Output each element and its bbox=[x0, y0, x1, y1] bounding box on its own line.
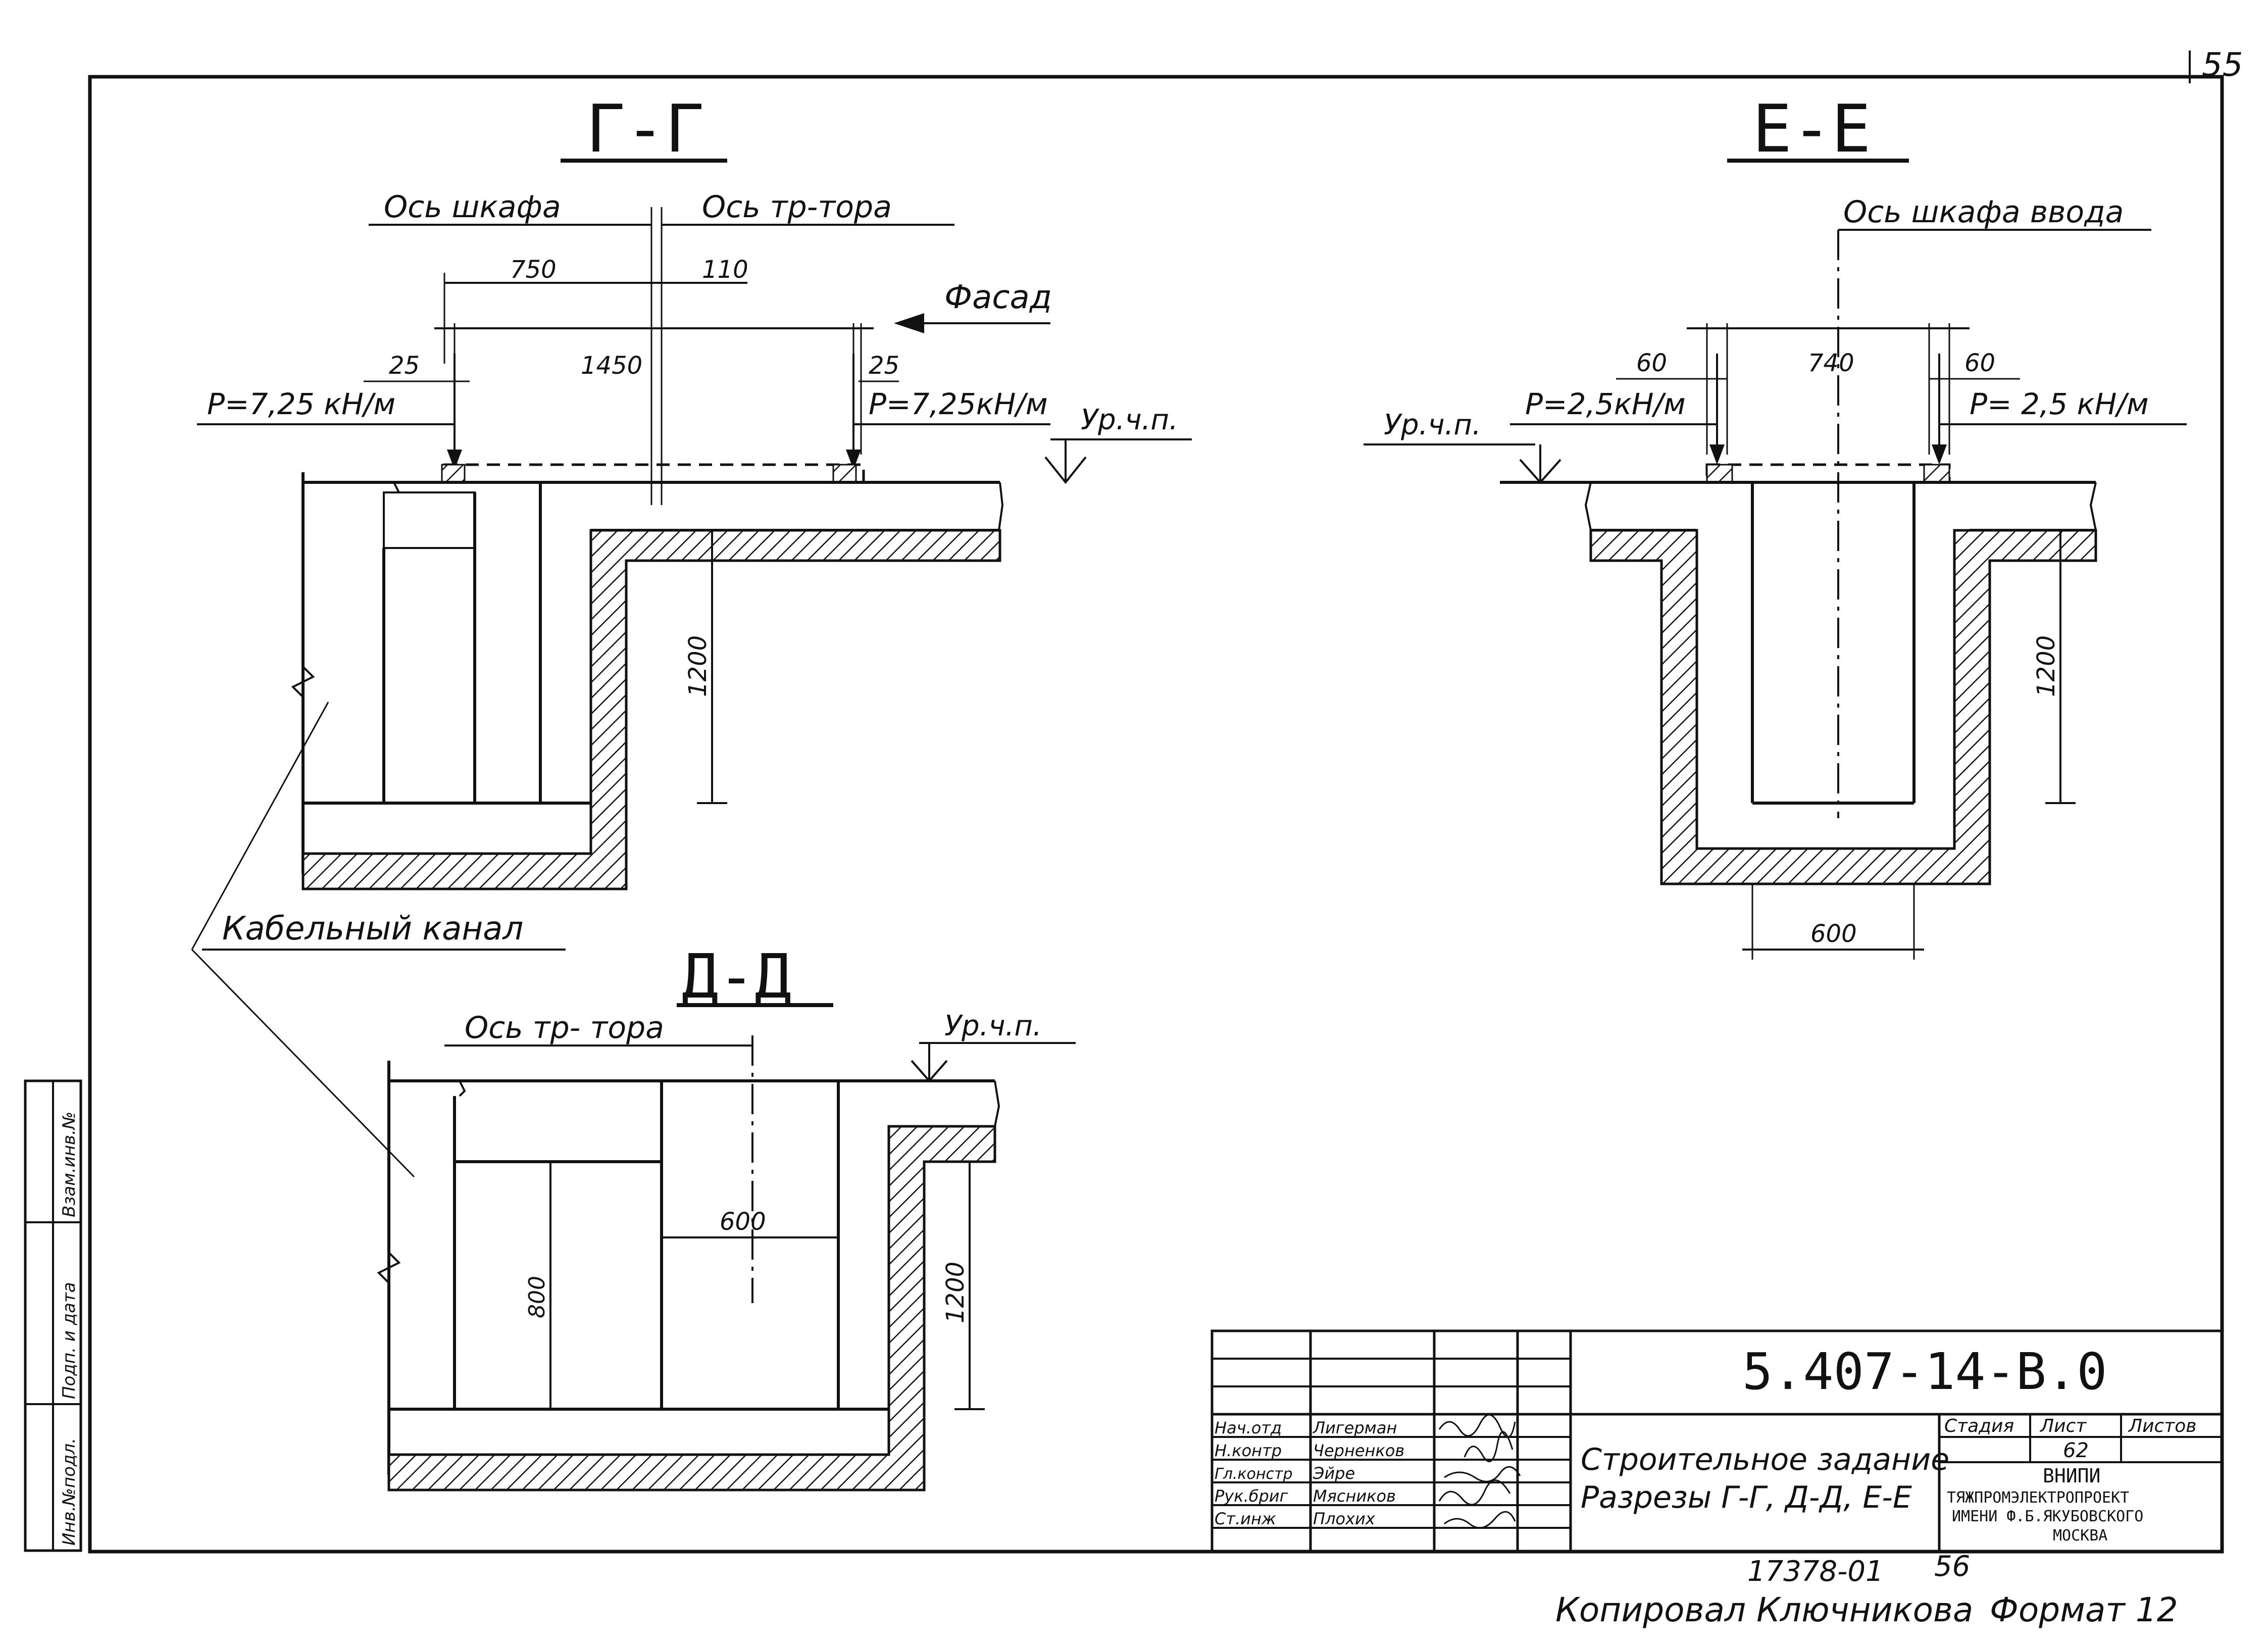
ee-floor-level-label: Ур.ч.п. bbox=[1384, 409, 1481, 441]
ee-axis-input-cabinet-label: Ось шкафа ввода bbox=[1843, 194, 2124, 230]
dd-axis-transformer-label: Ось тр- тора bbox=[465, 1010, 664, 1046]
inv-original-label: Инв.№подл. bbox=[59, 1438, 79, 1546]
ee-load-left-arrow-icon bbox=[1709, 444, 1725, 465]
cable-channel-label: Кабельный канал bbox=[222, 910, 523, 948]
ee-load-right-arrow-icon bbox=[1932, 444, 1947, 465]
sheet-value: 62 bbox=[2063, 1439, 2089, 1462]
gg-dim-25-right: 25 bbox=[869, 352, 899, 380]
gg-load-right-arrow-icon bbox=[846, 450, 861, 470]
left-side-strip: Взам.инв.№ Подп. и дата Инв.№подл. bbox=[24, 1079, 82, 1552]
ee-load-right-label: Р= 2,5 кН/м bbox=[1970, 387, 2149, 421]
gg-axis-cabinet-label: Ось шкафа bbox=[384, 189, 561, 225]
sheets-label: Листов bbox=[2128, 1416, 2196, 1436]
sheet-label: Лист bbox=[2039, 1416, 2087, 1436]
dd-dim-600: 600 bbox=[720, 1208, 766, 1236]
gg-dim-750: 750 bbox=[510, 256, 557, 284]
role-2: Н.контр bbox=[1215, 1441, 1282, 1460]
ee-load-left-label: Р=2,5кН/м bbox=[1525, 387, 1686, 421]
cable-channel-callout: Кабельный канал bbox=[191, 702, 566, 1178]
ee-dim-600: 600 bbox=[1810, 920, 1857, 948]
role-name-4: Мясников bbox=[1313, 1486, 1396, 1506]
gg-load-right-label: Р=7,25кН/м bbox=[869, 387, 1048, 421]
doc-title-line1: Строительное задание bbox=[1581, 1442, 1949, 1477]
role-name-1: Лигерман bbox=[1313, 1418, 1397, 1437]
role-name-5: Плохих bbox=[1313, 1509, 1376, 1528]
org-line2: ТЯЖПРОМЭЛЕКТРОПРОЕКТ bbox=[1947, 1489, 2129, 1507]
dd-floor-level-label: Ур.ч.п. bbox=[944, 1010, 1042, 1042]
gg-dim-1450: 1450 bbox=[581, 352, 642, 380]
title-block: 5.407-14-В.0 Строительное задание Разрез… bbox=[1211, 1329, 2224, 1553]
role-3: Гл.констр bbox=[1215, 1465, 1293, 1483]
gg-facade-label: Фасад bbox=[944, 279, 1052, 316]
signature-scribbles bbox=[1438, 1414, 1521, 1529]
ee-dim-740: 740 bbox=[1808, 349, 1854, 377]
copied-by: Копировал Ключникова bbox=[1555, 1590, 1973, 1629]
gg-dim-1200: 1200 bbox=[684, 635, 712, 697]
org-line1: ВНИПИ bbox=[2043, 1465, 2100, 1487]
org-line3: ИМЕНИ Ф.Б.ЯКУБОВСКОГО bbox=[1952, 1508, 2143, 1525]
ee-dim-60-left: 60 bbox=[1636, 349, 1667, 377]
ee-dim-60-right: 60 bbox=[1964, 349, 1995, 377]
section-ee: Е-Е Ось шкафа ввода 60 740 60 Р=2,5кН/м … bbox=[1364, 90, 2187, 960]
gg-floor-level-marker-icon bbox=[1044, 456, 1087, 484]
section-dd: Д-Д Ось тр- тора Ур.ч.п. 600 800 1200 bbox=[377, 942, 1076, 1491]
section-ee-title: Е-Е bbox=[1752, 90, 1871, 167]
gg-load-left-label: Р=7,25 кН/м bbox=[207, 387, 395, 421]
ee-dim-1200: 1200 bbox=[2032, 635, 2060, 697]
section-gg: Г-Г Ось шкафа Ось тр-тора 750 110 Фасад … bbox=[197, 90, 1192, 890]
section-gg-title: Г-Г bbox=[586, 90, 704, 167]
org-line4: МОСКВА bbox=[2053, 1527, 2107, 1545]
archive-sheet: 56 bbox=[1934, 1550, 1970, 1583]
role-5: Ст.инж bbox=[1215, 1509, 1276, 1528]
section-dd-title: Д-Д bbox=[682, 942, 791, 1012]
archive-number: 17378-01 bbox=[1747, 1555, 1884, 1588]
dd-dim-800: 800 bbox=[524, 1276, 550, 1318]
role-name-2: Черненков bbox=[1313, 1441, 1404, 1460]
gg-axis-transformer-label: Ось тр-тора bbox=[702, 189, 892, 225]
stage-label: Стадия bbox=[1944, 1416, 2014, 1436]
gg-dim-110: 110 bbox=[702, 256, 748, 284]
replace-inv-label: Взам.инв.№ bbox=[59, 1112, 79, 1217]
gg-facade-arrow-icon bbox=[894, 313, 924, 333]
gg-dim-25-left: 25 bbox=[389, 352, 420, 380]
role-name-3: Эйре bbox=[1313, 1464, 1355, 1483]
gg-load-left-arrow-icon bbox=[447, 450, 462, 470]
dd-dim-1200: 1200 bbox=[941, 1262, 970, 1323]
gg-floor-level-label: Ур.ч.п. bbox=[1081, 404, 1178, 436]
signature-date-label: Подп. и дата bbox=[59, 1282, 79, 1399]
sheet-frame bbox=[88, 75, 2224, 1554]
role-1: Нач.отд bbox=[1215, 1418, 1282, 1437]
doc-number: 5.407-14-В.0 bbox=[1742, 1342, 2107, 1401]
format-label: Формат 12 bbox=[1990, 1590, 2178, 1629]
role-4: Рук.бриг bbox=[1215, 1486, 1288, 1506]
doc-title-line2: Разрезы Г-Г, Д-Д, Е-Е bbox=[1581, 1480, 1912, 1515]
